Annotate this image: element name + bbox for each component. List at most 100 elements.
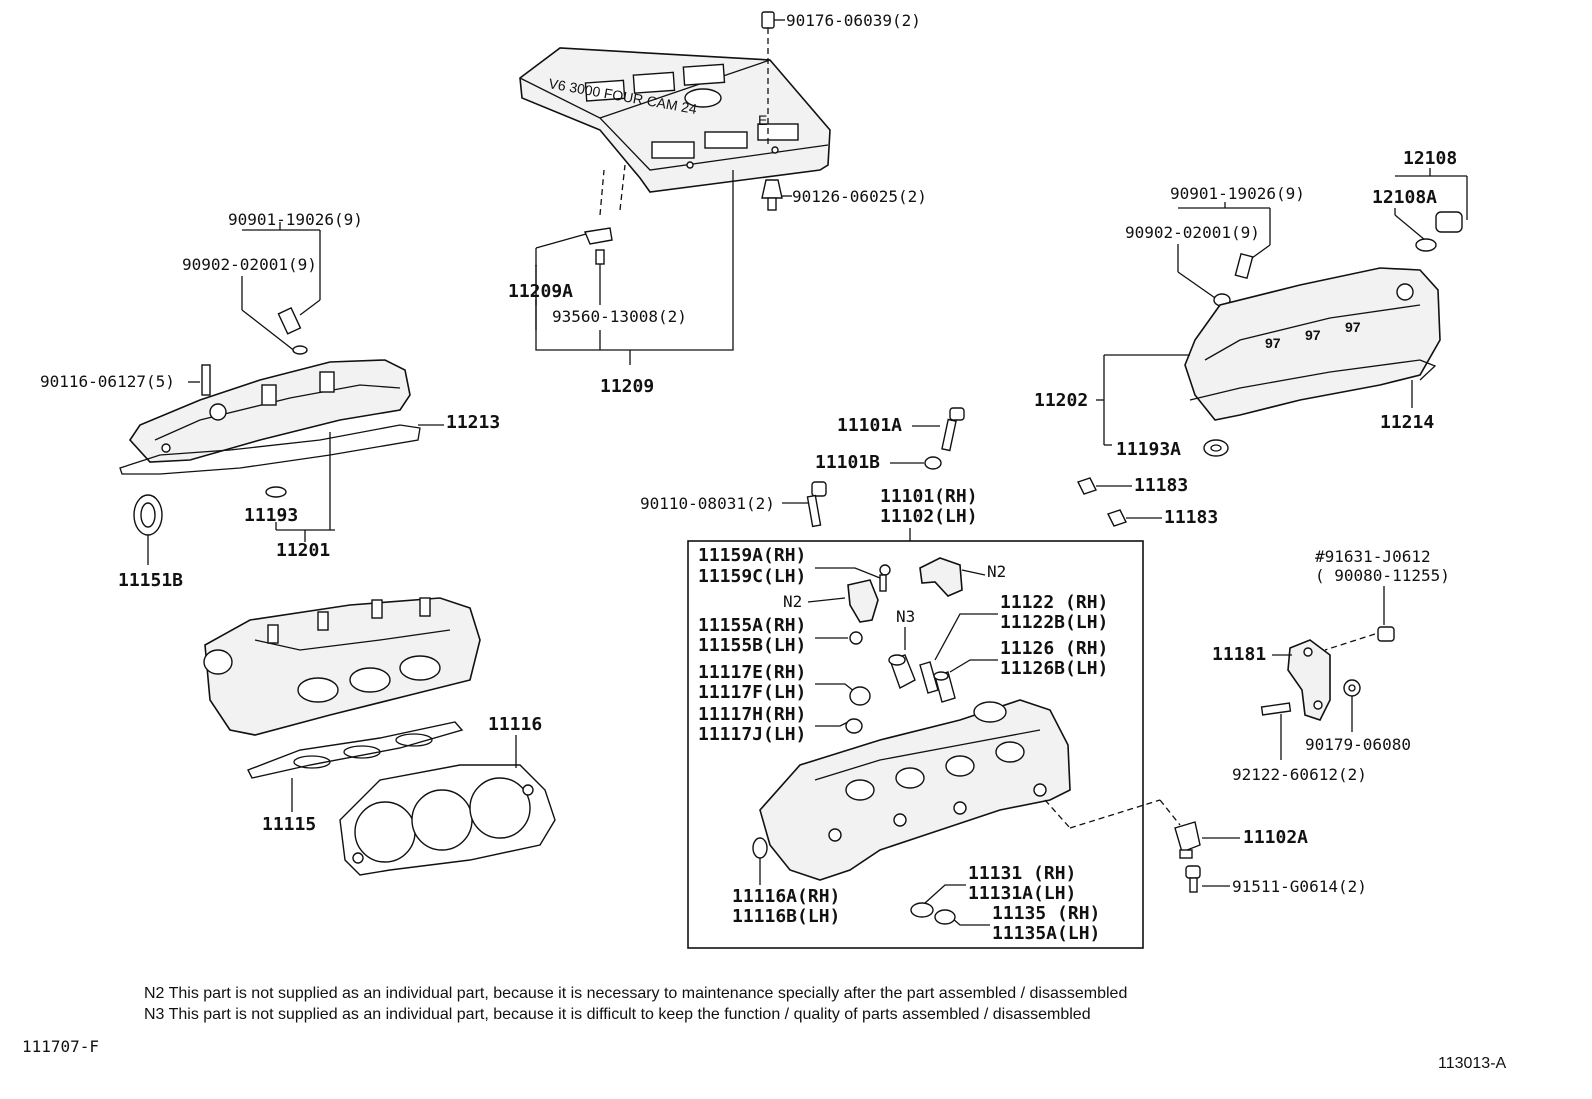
- label-90110-08031: 90110-08031(2): [640, 494, 775, 513]
- cylinder-head-center-icon[interactable]: [759, 699, 1071, 881]
- label-11209a: 11209A: [508, 281, 573, 302]
- label-11101b: 11101B: [815, 452, 880, 473]
- grommet-90126-icon[interactable]: [761, 179, 783, 211]
- sensor-11102a-icon[interactable]: [1174, 821, 1201, 859]
- label-12108a: 12108A: [1372, 187, 1437, 208]
- bolt-91631-icon[interactable]: [1377, 626, 1395, 642]
- label-11159a: 11159A(RH): [698, 545, 806, 566]
- label-11101-rh: 11101(RH): [880, 486, 978, 507]
- svg-text:97: 97: [1265, 335, 1281, 351]
- seal-90902-left-icon[interactable]: [292, 345, 308, 355]
- svg-text:97: 97: [1345, 319, 1361, 335]
- label-11151b: 11151B: [118, 570, 183, 591]
- label-11183-upper: 11183: [1134, 475, 1188, 496]
- footer-code-right: 113013-A: [1438, 1055, 1507, 1072]
- valve-guide-11122-icon[interactable]: [919, 661, 939, 694]
- label-11102-lh: 11102(LH): [880, 506, 978, 527]
- label-12108: 12108: [1403, 148, 1457, 169]
- plug-11183-upper-icon[interactable]: [1077, 477, 1097, 495]
- gasket-11193-icon[interactable]: [265, 486, 287, 498]
- label-90116-06127: 90116-06127(5): [40, 372, 175, 391]
- label-11193a: 11193A: [1116, 439, 1181, 460]
- label-90176-06039: 90176-06039(2): [786, 11, 921, 30]
- label-11117h: 11117H(RH): [698, 704, 806, 725]
- plug-11117h-icon[interactable]: [845, 718, 863, 734]
- stud-90116-icon[interactable]: [201, 364, 211, 396]
- label-11102a: 11102A: [1243, 827, 1308, 848]
- pin-11155-icon[interactable]: [849, 631, 863, 645]
- label-11116b: 11116B(LH): [732, 906, 840, 927]
- nut-90179-icon[interactable]: [1343, 679, 1361, 697]
- cylinder-head-left-icon[interactable]: [203, 597, 481, 736]
- note-n3: N3 This part is not supplied as an indiv…: [144, 1006, 1091, 1023]
- svg-text:E: E: [758, 112, 767, 128]
- stud-92122-icon[interactable]: [1260, 702, 1292, 716]
- label-11135-rh: 11135 (RH): [992, 903, 1100, 924]
- label-91511-g0614: 91511-G0614(2): [1232, 877, 1367, 896]
- bolt-90901-right-icon[interactable]: [1234, 252, 1254, 280]
- bolt-90110-icon[interactable]: [806, 481, 827, 528]
- head-cover-11202-icon[interactable]: 97 97 97: [1184, 267, 1441, 421]
- label-11135a-lh: 11135A(LH): [992, 923, 1100, 944]
- washer-11101b-icon[interactable]: [924, 456, 942, 470]
- label-11183-lower: 11183: [1164, 507, 1218, 528]
- label-11116: 11116: [488, 714, 542, 735]
- bolt-90176-icon[interactable]: [761, 11, 775, 29]
- label-11117f: 11117F(LH): [698, 682, 806, 703]
- label-90902-02001-left: 90902-02001(9): [182, 255, 317, 274]
- label-11126b-lh: 11126B(LH): [1000, 658, 1108, 679]
- label-11209: 11209: [600, 376, 654, 397]
- engine-cover[interactable]: V6 3000 FOUR CAM 24 E: [519, 47, 831, 193]
- oil-filler-cap-12108-icon[interactable]: [1415, 211, 1463, 252]
- label-n2-right: N2: [987, 562, 1006, 581]
- label-11115: 11115: [262, 814, 316, 835]
- plug-11135-icon[interactable]: [934, 909, 956, 925]
- plug-11131-icon[interactable]: [910, 902, 934, 918]
- bearing-cap-n2-left-icon[interactable]: [847, 579, 879, 623]
- label-11214: 11214: [1380, 412, 1434, 433]
- svg-text:97: 97: [1305, 327, 1321, 343]
- label-91631-j0612: #91631-J0612: [1315, 547, 1431, 566]
- label-11116a: 11116A(RH): [732, 886, 840, 907]
- label-11117e: 11117E(RH): [698, 662, 806, 683]
- valve-lifter-n3-icon[interactable]: [888, 654, 916, 689]
- bolt-91511-icon[interactable]: [1185, 865, 1201, 893]
- plug-11116a-icon[interactable]: [752, 837, 768, 859]
- head-cover-11201-icon[interactable]: [119, 359, 421, 475]
- label-11159c: 11159C(LH): [698, 566, 806, 587]
- label-90126-06025: 90126-06025(2): [792, 187, 927, 206]
- bolt-11101a-icon[interactable]: [941, 407, 965, 452]
- label-11181: 11181: [1212, 644, 1266, 665]
- plug-11117e-icon[interactable]: [849, 686, 871, 706]
- cylinder-head-detail-box: [687, 540, 1144, 949]
- gasket-11193a-icon[interactable]: [1203, 439, 1229, 457]
- label-11117j: 11117J(LH): [698, 724, 806, 745]
- label-11213: 11213: [446, 412, 500, 433]
- label-11101a: 11101A: [837, 415, 902, 436]
- screw-93560-icon[interactable]: [595, 249, 605, 265]
- bolt-11159-icon[interactable]: [879, 564, 891, 592]
- bearing-cap-n2-right-icon[interactable]: [919, 557, 963, 597]
- label-11131a-lh: 11131A(LH): [968, 883, 1076, 904]
- label-11202: 11202: [1034, 390, 1088, 411]
- label-n2-left: N2: [783, 592, 802, 611]
- label-90901-19026-right: 90901-19026(9): [1170, 184, 1305, 203]
- head-gasket-11116-icon[interactable]: [339, 764, 556, 876]
- seal-11151b-icon[interactable]: [133, 494, 163, 536]
- bracket-11209a-icon[interactable]: [584, 227, 613, 245]
- label-11155a: 11155A(RH): [698, 615, 806, 636]
- bracket-11181-icon[interactable]: [1287, 639, 1331, 721]
- plug-11183-lower-icon[interactable]: [1107, 509, 1127, 527]
- label-11201: 11201: [276, 540, 330, 561]
- gasket-11115-icon[interactable]: [247, 721, 464, 779]
- label-n3: N3: [896, 607, 915, 626]
- bolt-90901-left-icon[interactable]: [277, 307, 302, 335]
- label-11126-rh: 11126 (RH): [1000, 638, 1108, 659]
- footer-code-left: 111707-F: [22, 1037, 99, 1056]
- valve-guide-11126-icon[interactable]: [933, 671, 956, 703]
- label-11122b-lh: 11122B(LH): [1000, 612, 1108, 633]
- label-11193: 11193: [244, 505, 298, 526]
- note-n2: N2 This part is not supplied as an indiv…: [144, 985, 1127, 1002]
- label-90080-11255: ( 90080-11255): [1315, 566, 1450, 585]
